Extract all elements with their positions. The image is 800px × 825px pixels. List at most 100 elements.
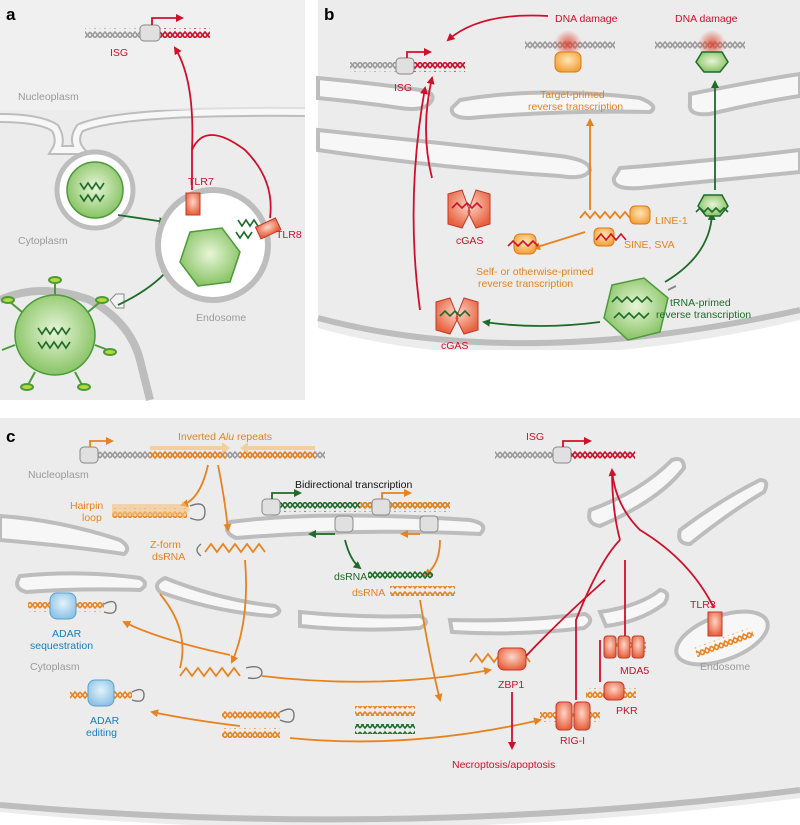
panel-c-hairpin-loop xyxy=(189,503,206,521)
panel-b-dna-damage-1: DNA damage xyxy=(555,13,618,25)
panel-b-nuclear-envelope xyxy=(316,71,800,191)
panel-b-cgas-1-label: cGAS xyxy=(456,235,483,247)
panel-b-line1-protein xyxy=(629,205,651,225)
panel-b-promoter xyxy=(395,57,415,75)
panel-a-virion-internalized xyxy=(66,161,124,219)
panel-c-adar-edit-protein xyxy=(87,679,115,707)
panel-a-degraded-capsid xyxy=(179,227,241,287)
panel-c-isg-dna xyxy=(560,450,635,460)
panel-b-damage-glow-1 xyxy=(554,30,582,58)
panel-c-necroptosis: Necroptosis/apoptosis xyxy=(452,759,555,771)
panel-b-erv-trna xyxy=(667,285,677,291)
panel-a-arrow-phagosome xyxy=(117,214,167,226)
panel-a-released-rna xyxy=(235,218,259,240)
panel-c-alu-1 xyxy=(150,450,225,460)
panel-b-isg-label: ISG xyxy=(394,82,412,94)
panel-b-self-primed-1: Self- or otherwise-primed xyxy=(476,266,593,278)
panel-c-nucleoplasm-label: Nucleoplasm xyxy=(28,469,89,481)
panel-c-arrow-dsrna-export xyxy=(419,599,443,702)
panel-c-adar-edit-1: ADAR xyxy=(90,715,120,727)
panel-a: ISG Nucleoplasm Cytoplasm TLR7 xyxy=(0,0,306,401)
panel-c-rigi-signal xyxy=(575,539,621,700)
panel-b-damage-glow-2 xyxy=(698,30,726,58)
panel-a-cytoplasm-label: Cytoplasm xyxy=(18,235,68,247)
panel-b-cgas-1-dna xyxy=(451,201,483,210)
panel-a-dna-isg xyxy=(148,28,210,38)
panel-c-bidi-promoter-3 xyxy=(334,515,354,533)
panel-c-arrow-to-rigi xyxy=(289,717,542,743)
panel-b-cgas-1-signal xyxy=(425,76,435,179)
panel-a-tlr8 xyxy=(254,217,282,240)
panel-c-bidirectional: Bidirectional transcription xyxy=(295,479,412,491)
panel-c-letter: c xyxy=(6,427,15,446)
panel-a-letter: a xyxy=(6,5,16,24)
panel-c-isg-label: ISG xyxy=(526,431,544,443)
panel-b-sine-rna xyxy=(595,232,627,242)
panel-c-rigi-protein xyxy=(555,701,591,731)
panel-c-adar-seq-2: sequestration xyxy=(30,640,93,652)
panel-c-zbp1-label: ZBP1 xyxy=(498,679,524,691)
panel-c-bidi-promoter-1 xyxy=(261,498,281,516)
panel-b-line1-orf2p xyxy=(554,51,582,73)
panel-c-isg-promoter xyxy=(552,446,572,464)
panel-b-cdna-hybrid xyxy=(507,239,539,248)
panel-c-mda5-protein xyxy=(603,635,645,659)
panel-b-line1-rna xyxy=(579,210,631,220)
panel-c-plasma-membrane xyxy=(0,787,800,823)
panel-c-endosome-label: Endosome xyxy=(700,661,750,673)
panel-c-alu-arrow-1 xyxy=(150,442,230,454)
panel-b-trna-primed-1: tRNA-primed xyxy=(670,297,731,309)
panel-b-arrow-to-cgas-2 xyxy=(482,318,601,327)
panel-c-hairpin-1: Hairpin xyxy=(70,500,103,512)
panel-c-adar-seq-1: ADAR xyxy=(52,628,82,640)
panel-a-tlr8-label: TLR8 xyxy=(276,229,302,241)
panel-c-rigi-label: RIG-I xyxy=(560,735,585,747)
panel-a-plasma-membrane xyxy=(0,287,154,401)
panel-b-sine-label: SINE, SVA xyxy=(624,239,675,251)
panel-c-extracellular xyxy=(0,798,800,825)
panel-a-extracellular-genome xyxy=(37,326,71,350)
panel-c-inverted-alu-pre: Inverted xyxy=(178,431,219,443)
panel-c-dsrna-2: dsRNA xyxy=(352,587,385,599)
panel-c: Inverted Alu repeats Nucleoplasm ISG Hai… xyxy=(0,418,800,825)
panel-c-hairpin-2: loop xyxy=(82,512,102,524)
panel-b-arrow-to-integrase xyxy=(664,212,716,283)
panel-c-zbp1-signal xyxy=(525,579,606,657)
panel-b-plasma-membrane xyxy=(317,307,800,347)
panel-c-mda5-label: MDA5 xyxy=(620,665,649,677)
panel-c-bidi-promoter-2 xyxy=(371,498,391,516)
panel-c-tlr3-label: TLR3 xyxy=(690,599,716,611)
panel-c-cyto-bidi-orange xyxy=(355,706,415,716)
panel-c-arrow-zform-export xyxy=(230,559,247,664)
panel-c-pkr-label: PKR xyxy=(616,705,638,717)
panel-c-alu-transcription xyxy=(89,437,114,447)
panel-c-bidi-promoter-4 xyxy=(419,515,439,533)
panel-c-arrow-hairpin-export xyxy=(159,593,184,669)
panel-c-arrow-dsrna-green xyxy=(344,539,362,570)
panel-c-cyto-bidi-green xyxy=(355,724,415,734)
panel-a-nuclear-envelope-inner xyxy=(0,108,306,153)
panel-b-damage-arrow-1 xyxy=(446,14,549,42)
panel-b-cgas-2 xyxy=(435,297,479,335)
panel-a-endosome-label: Endosome xyxy=(196,312,246,324)
panel-c-arrow-to-zbp1 xyxy=(261,667,492,683)
panel-c-promoter-alu xyxy=(79,446,99,464)
panel-b-self-primed-2: reverse transcription xyxy=(478,278,573,290)
panel-b-cgas-2-label: cGAS xyxy=(441,340,468,352)
panel-a-virion-spikes xyxy=(1,276,117,391)
panel-c-adar-seq-loop xyxy=(103,600,117,614)
panel-c-arrow-adar-seq xyxy=(122,621,231,656)
panel-c-alu-arrow-2 xyxy=(240,442,315,454)
panel-b-cgas-1 xyxy=(447,189,491,229)
panel-c-tlr3-protein xyxy=(707,611,723,637)
panel-b-target-primed-2: reverse transcription xyxy=(528,101,623,113)
panel-c-tlr3-signal xyxy=(608,468,715,609)
panel-c-cyto-hairpin xyxy=(222,710,280,720)
panel-a-tlr7-label: TLR7 xyxy=(188,176,214,188)
panel-c-pkr-protein xyxy=(603,681,625,701)
panel-c-nuclear-envelope xyxy=(0,457,769,636)
panel-c-cyto-hairpin-loop xyxy=(279,708,295,723)
panel-a-isg-label: ISG xyxy=(110,47,128,59)
panel-b-erv-particle xyxy=(603,277,669,341)
panel-a-viral-genome xyxy=(79,181,105,203)
